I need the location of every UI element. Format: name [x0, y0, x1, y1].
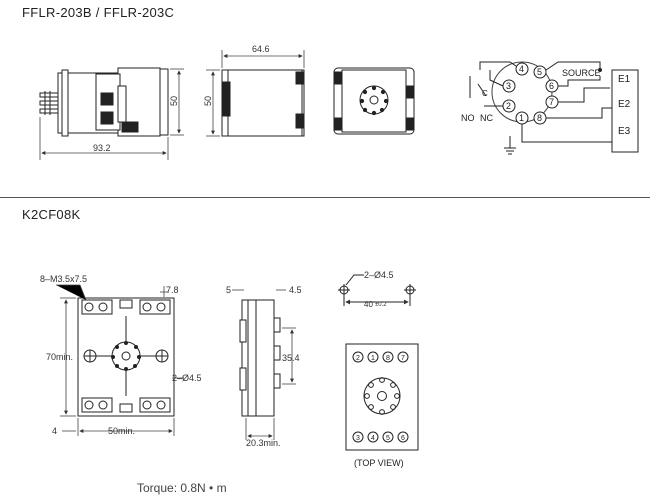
nc-label: NC: [480, 113, 493, 123]
dim-20-3min: 20.3min.: [246, 438, 281, 448]
dim-line-50-b: [206, 69, 220, 137]
bottom-pin-6: 6: [401, 435, 405, 442]
dim-70min: 70min.: [46, 352, 73, 362]
dim-4: 4: [52, 426, 57, 436]
dim-50-a: 50: [169, 96, 179, 106]
top-pin-2: 2: [356, 355, 360, 362]
model-title-bottom: K2CF08K: [22, 207, 81, 222]
hole-spec: 2–Ø4.5: [172, 373, 202, 383]
dim-64-6: 64.6: [252, 44, 270, 54]
e1-label: E1: [618, 74, 631, 85]
socket-pinout-top-view: [345, 343, 419, 451]
dim-5: 5: [226, 285, 231, 295]
top-view-caption: (TOP VIEW): [354, 458, 404, 468]
relay-front-view: [221, 69, 305, 137]
dim-7-8: 7.8: [166, 285, 179, 295]
relay-base-view: [333, 67, 415, 135]
mount-hole-spec: 2–Ø4.5: [364, 270, 394, 280]
top-pin-7: 7: [401, 355, 405, 362]
dim-35-4: 35.4: [282, 353, 300, 363]
no-label: NO: [461, 113, 475, 123]
wiring-pin-labels: 4 5 3 6 2 7 1 8: [506, 64, 554, 123]
wiring-diagram: [469, 61, 639, 155]
c-label: C: [482, 89, 488, 98]
socket-side-view: [239, 299, 281, 417]
dim-50min: 50min.: [108, 426, 135, 436]
bottom-pin-5: 5: [386, 435, 390, 442]
pin-2-label: 2: [506, 101, 511, 111]
pin-1-label: 1: [519, 113, 524, 123]
dim-50-b: 50: [203, 96, 213, 106]
pin-5-label: 5: [537, 67, 542, 77]
mounting-holes: [338, 274, 416, 306]
model-title-top: FFLR-203B / FFLR-203C: [22, 5, 175, 20]
e2-label: E2: [618, 99, 631, 110]
pinout-top-labels: 2 1 8 7 3 4 5 6: [356, 355, 405, 442]
top-pin-1: 1: [371, 355, 375, 362]
socket-top-view: [77, 297, 175, 417]
relay-side-view: [39, 67, 169, 137]
dim-line-64-6: [221, 50, 305, 68]
dim-4-5: 4.5: [289, 285, 302, 295]
top-pin-8: 8: [386, 355, 390, 362]
dim-93-2: 93.2: [93, 143, 111, 153]
torque-note: Torque: 0.8N • m: [137, 481, 227, 495]
pin-4-label: 4: [519, 64, 524, 74]
dim-line-93-2: [39, 117, 169, 160]
e3-label: E3: [618, 126, 631, 137]
screw-spec: 8–M3.5x7.5: [40, 274, 87, 284]
dim-40: 40: [364, 300, 373, 309]
socket-top-dims: [56, 284, 184, 436]
pin-7-label: 7: [549, 97, 554, 107]
dim-40-tolerance: ±0.2: [375, 302, 387, 308]
pin-6-label: 6: [549, 81, 554, 91]
pin-3-label: 3: [506, 81, 511, 91]
bottom-pin-4: 4: [371, 435, 375, 442]
socket-side-dims: [232, 289, 296, 440]
section-divider: [0, 197, 650, 198]
bottom-pin-3: 3: [356, 435, 360, 442]
dim-line-50-a: [170, 68, 184, 136]
source-label: SOURCE: [562, 68, 601, 78]
pin-8-label: 8: [537, 113, 542, 123]
